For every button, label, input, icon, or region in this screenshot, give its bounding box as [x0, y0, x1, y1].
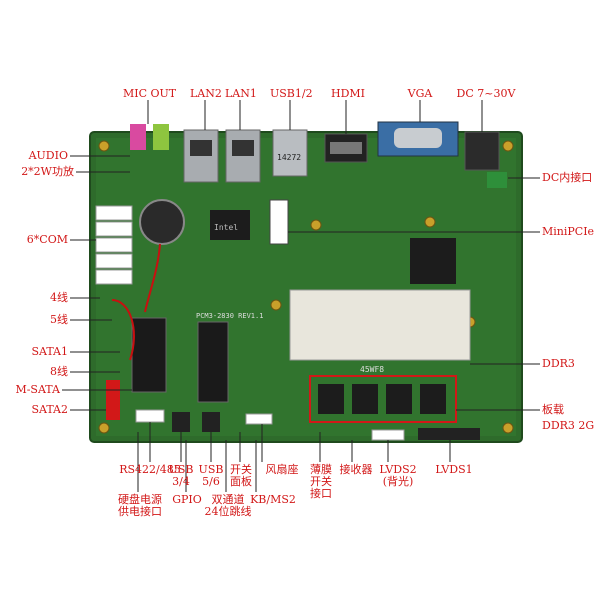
- silk-ram: 45WF8: [360, 365, 384, 374]
- label-usb34: USB 3/4: [168, 464, 194, 488]
- label-lvds1: LVDS1: [435, 463, 473, 476]
- chip-io: [410, 238, 456, 284]
- label-hdmi: HDMI: [331, 87, 366, 100]
- com-headers: [95, 205, 133, 285]
- label-com: 6*COM: [26, 233, 68, 246]
- label-switch-line2: 面板: [230, 475, 252, 488]
- silk-cpu: Intel: [214, 223, 238, 232]
- label-dual-line1: 双通道: [211, 493, 245, 506]
- sata-connector: [106, 380, 120, 420]
- dc-jack: [464, 131, 500, 171]
- usb56-header: [202, 412, 220, 432]
- label-switch-panel: 开关 面板: [228, 464, 254, 488]
- label-usb56-line2: 5/6: [202, 475, 220, 488]
- label-hdd-line1: 硬盘电源: [118, 493, 162, 506]
- label-membrane-line3: 接口: [310, 487, 332, 500]
- cable-red-2: [144, 243, 161, 313]
- lvds2-header: [371, 429, 405, 441]
- chip-main: [210, 210, 250, 240]
- label-4wire: 4线: [50, 291, 68, 304]
- label-sata1: SATA1: [31, 345, 68, 358]
- fan-header: [245, 413, 273, 425]
- silk-usb: 14272: [277, 153, 301, 162]
- label-dual-line2: 24位跳线: [204, 505, 252, 518]
- label-usb12: USB1/2: [270, 87, 313, 100]
- label-usb34-line2: 3/4: [172, 475, 190, 488]
- label-usb56: USB 5/6: [198, 464, 224, 488]
- cmos-battery: [139, 199, 185, 245]
- label-amp: 2*2W功放: [21, 165, 74, 178]
- label-usb56-line1: USB: [198, 463, 224, 476]
- ddr3-chips: [318, 384, 446, 414]
- label-audio: AUDIO: [28, 149, 68, 162]
- label-lan2: LAN2: [190, 87, 222, 100]
- usb-port: [272, 129, 308, 177]
- label-ddr3: DDR3: [542, 357, 575, 370]
- audio-jack-green: [153, 124, 169, 150]
- label-hdd-power: 硬盘电源 供电接口: [112, 494, 168, 518]
- label-ddr3-2g: DDR3 2G: [542, 419, 595, 432]
- label-lvds2-line1: LVDS2: [379, 463, 417, 476]
- dc-internal-connector: [487, 172, 507, 188]
- label-msata: M-SATA: [15, 383, 60, 396]
- heatsink-area: [289, 289, 471, 361]
- label-switch-line1: 开关: [230, 463, 252, 476]
- label-receiver: 接收器: [339, 463, 373, 476]
- label-kbms: KB/MS2: [250, 493, 296, 506]
- label-dc-internal: DC内接口: [542, 171, 593, 184]
- label-membrane-line1: 薄膜: [310, 463, 332, 476]
- cable-red-1: [111, 299, 135, 361]
- rs422-header: [135, 409, 165, 423]
- label-membrane: 薄膜 开关 接口: [306, 464, 336, 500]
- label-vga: VGA: [407, 87, 433, 100]
- label-hdd-line2: 供电接口: [118, 505, 162, 518]
- label-lvds2: LVDS2 (背光): [376, 464, 420, 488]
- usb34-header: [172, 412, 190, 432]
- label-8wire: 8线: [50, 365, 68, 378]
- leader-lines: [62, 100, 540, 492]
- label-lvds2-line2: (背光): [382, 475, 414, 488]
- label-dc: DC 7~30V: [456, 87, 516, 100]
- mini-slot-2: [197, 321, 229, 403]
- label-fan: 风扇座: [265, 463, 299, 476]
- label-gpio: GPIO: [172, 493, 202, 506]
- label-minipcie: MiniPCIe: [542, 225, 595, 238]
- audio-jack-pink: [130, 124, 146, 150]
- label-5wire: 5线: [50, 313, 68, 326]
- msata-slot: [131, 317, 167, 393]
- label-rs422: RS422/485: [119, 463, 181, 476]
- label-dual-channel: 双通道 24位跳线: [200, 494, 256, 518]
- label-membrane-line2: 开关: [310, 475, 332, 488]
- minipcie-slot: [269, 199, 289, 245]
- silk-model: PCM3-2830 REV1.1: [196, 312, 263, 320]
- ddr3-onboard-box: [309, 375, 457, 423]
- label-sata2: SATA2: [31, 403, 68, 416]
- label-usb34-line1: USB: [168, 463, 194, 476]
- label-onboard: 板载: [542, 403, 564, 416]
- label-mic-out: MIC OUT: [123, 87, 177, 100]
- lvds1-header: [418, 428, 480, 440]
- label-lan1: LAN1: [225, 87, 257, 100]
